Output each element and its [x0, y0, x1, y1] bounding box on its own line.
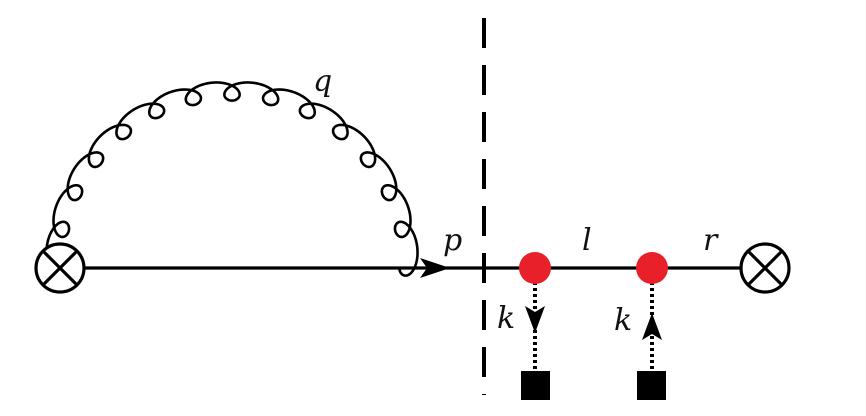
arrow-up-icon [642, 313, 662, 340]
label-p: p [443, 223, 462, 258]
label-k-left: k [497, 301, 515, 336]
source-square-right [637, 371, 666, 400]
label-r: r [703, 223, 719, 258]
operator-vertex-left [34, 242, 86, 294]
label-l: l [582, 223, 592, 258]
vertex-dot-right [636, 252, 668, 284]
label-q: q [313, 64, 332, 99]
gluon-loop [45, 81, 419, 277]
arrow-down-icon [525, 306, 545, 333]
operator-vertex-right [739, 242, 791, 294]
vertex-dot-left [519, 252, 551, 284]
source-square-left [521, 371, 550, 400]
momentum-arrow-icon [420, 258, 450, 278]
label-k-right: k [614, 303, 632, 338]
